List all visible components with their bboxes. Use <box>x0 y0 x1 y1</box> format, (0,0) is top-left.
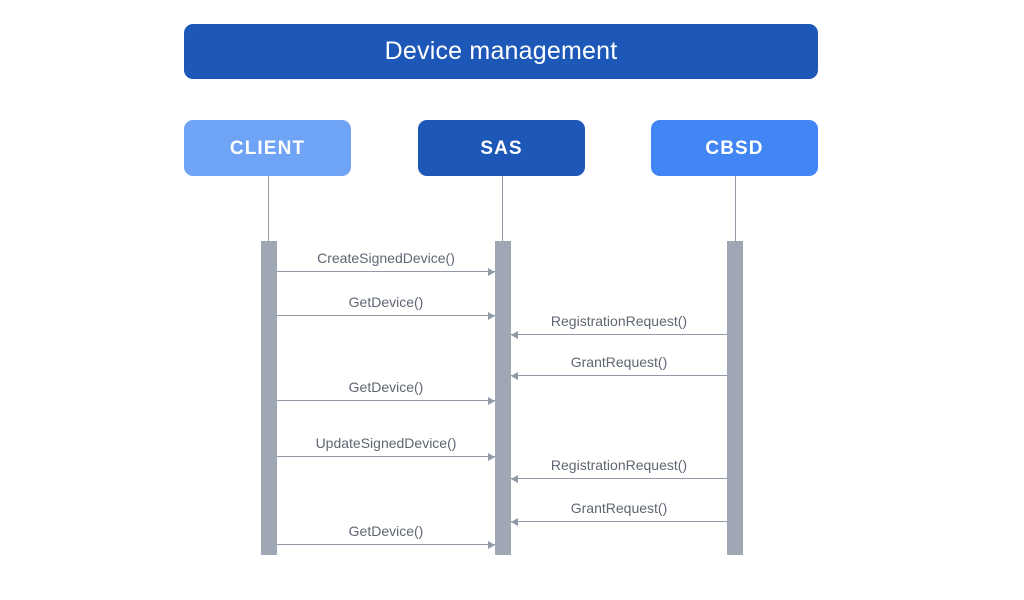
message-line <box>277 456 495 457</box>
page-title: Device management <box>384 37 618 65</box>
message-label: GetDevice() <box>348 523 424 539</box>
arrow-head-left-icon <box>511 474 518 483</box>
actor-label-client: CLIENT <box>229 137 306 159</box>
message-line <box>277 271 495 272</box>
message-line <box>277 544 495 545</box>
actor-box-sas[interactable]: SAS <box>418 120 585 176</box>
message-line <box>511 334 727 335</box>
lifeline-client <box>268 176 269 242</box>
actor-box-cbsd[interactable]: CBSD <box>651 120 818 176</box>
lifeline-cbsd <box>735 176 736 242</box>
arrow-head-right-icon <box>488 540 495 549</box>
activation-bar-sas <box>495 241 511 555</box>
message-line <box>511 375 727 376</box>
activation-bar-cbsd <box>727 241 743 555</box>
arrow-head-left-icon <box>511 371 518 380</box>
message-label: UpdateSignedDevice() <box>315 435 457 451</box>
arrow-head-left-icon <box>511 330 518 339</box>
lifeline-sas <box>502 176 503 242</box>
arrow-head-right-icon <box>488 311 495 320</box>
diagram-title-bar: Device management <box>184 24 818 79</box>
message-label: RegistrationRequest() <box>550 457 688 473</box>
message-label: CreateSignedDevice() <box>317 250 455 266</box>
message-line <box>277 315 495 316</box>
message-line <box>277 400 495 401</box>
actor-label-sas: SAS <box>480 137 523 159</box>
arrow-head-right-icon <box>488 267 495 276</box>
message-label: GetDevice() <box>348 294 424 310</box>
message-label: RegistrationRequest() <box>550 313 688 329</box>
arrow-head-left-icon <box>511 517 518 526</box>
message-label: GetDevice() <box>348 379 424 395</box>
message-line <box>511 478 727 479</box>
message-label: GrantRequest() <box>570 500 668 516</box>
message-line <box>511 521 727 522</box>
activation-bar-client <box>261 241 277 555</box>
arrow-head-right-icon <box>488 452 495 461</box>
actor-box-client[interactable]: CLIENT <box>184 120 351 176</box>
actor-label-cbsd: CBSD <box>705 137 764 159</box>
message-label: GrantRequest() <box>570 354 668 370</box>
arrow-head-right-icon <box>488 396 495 405</box>
